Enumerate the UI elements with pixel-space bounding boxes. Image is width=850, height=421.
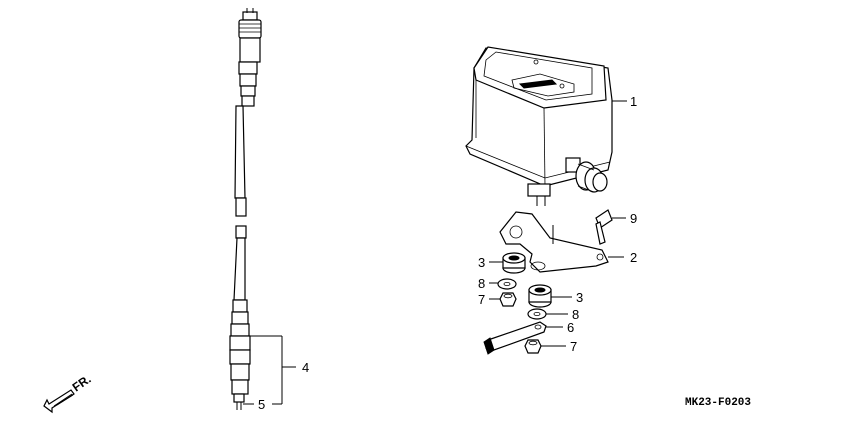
callout-5: 5 <box>258 397 265 412</box>
callout-8a: 8 <box>478 276 485 291</box>
speedometer-cable <box>229 8 262 410</box>
rubber-grommet-lower <box>528 284 552 308</box>
direction-label: FR. <box>70 372 94 395</box>
callout-2: 2 <box>630 250 637 265</box>
callout-1: 1 <box>630 94 637 109</box>
cable-strap <box>483 321 547 355</box>
arrow-icon <box>43 389 75 414</box>
bracket-stay <box>499 211 609 273</box>
nut-right <box>524 339 542 354</box>
speedometer-housing <box>465 46 613 206</box>
callout-8b: 8 <box>572 307 579 322</box>
callout-9: 9 <box>630 211 637 226</box>
diagram-code: MK23-F0203 <box>685 397 751 409</box>
nut-left <box>499 292 517 307</box>
rubber-grommet-upper <box>502 252 526 274</box>
callout-3b: 3 <box>576 290 583 305</box>
callout-bracket-4-5 <box>243 335 296 405</box>
callout-7b: 7 <box>570 339 577 354</box>
callout-3a: 3 <box>478 255 485 270</box>
callout-6: 6 <box>567 320 574 335</box>
washer-right <box>527 308 547 320</box>
flange-bolt <box>595 209 613 245</box>
callout-4: 4 <box>302 360 309 375</box>
callout-7a: 7 <box>478 292 485 307</box>
washer-left <box>497 278 517 290</box>
